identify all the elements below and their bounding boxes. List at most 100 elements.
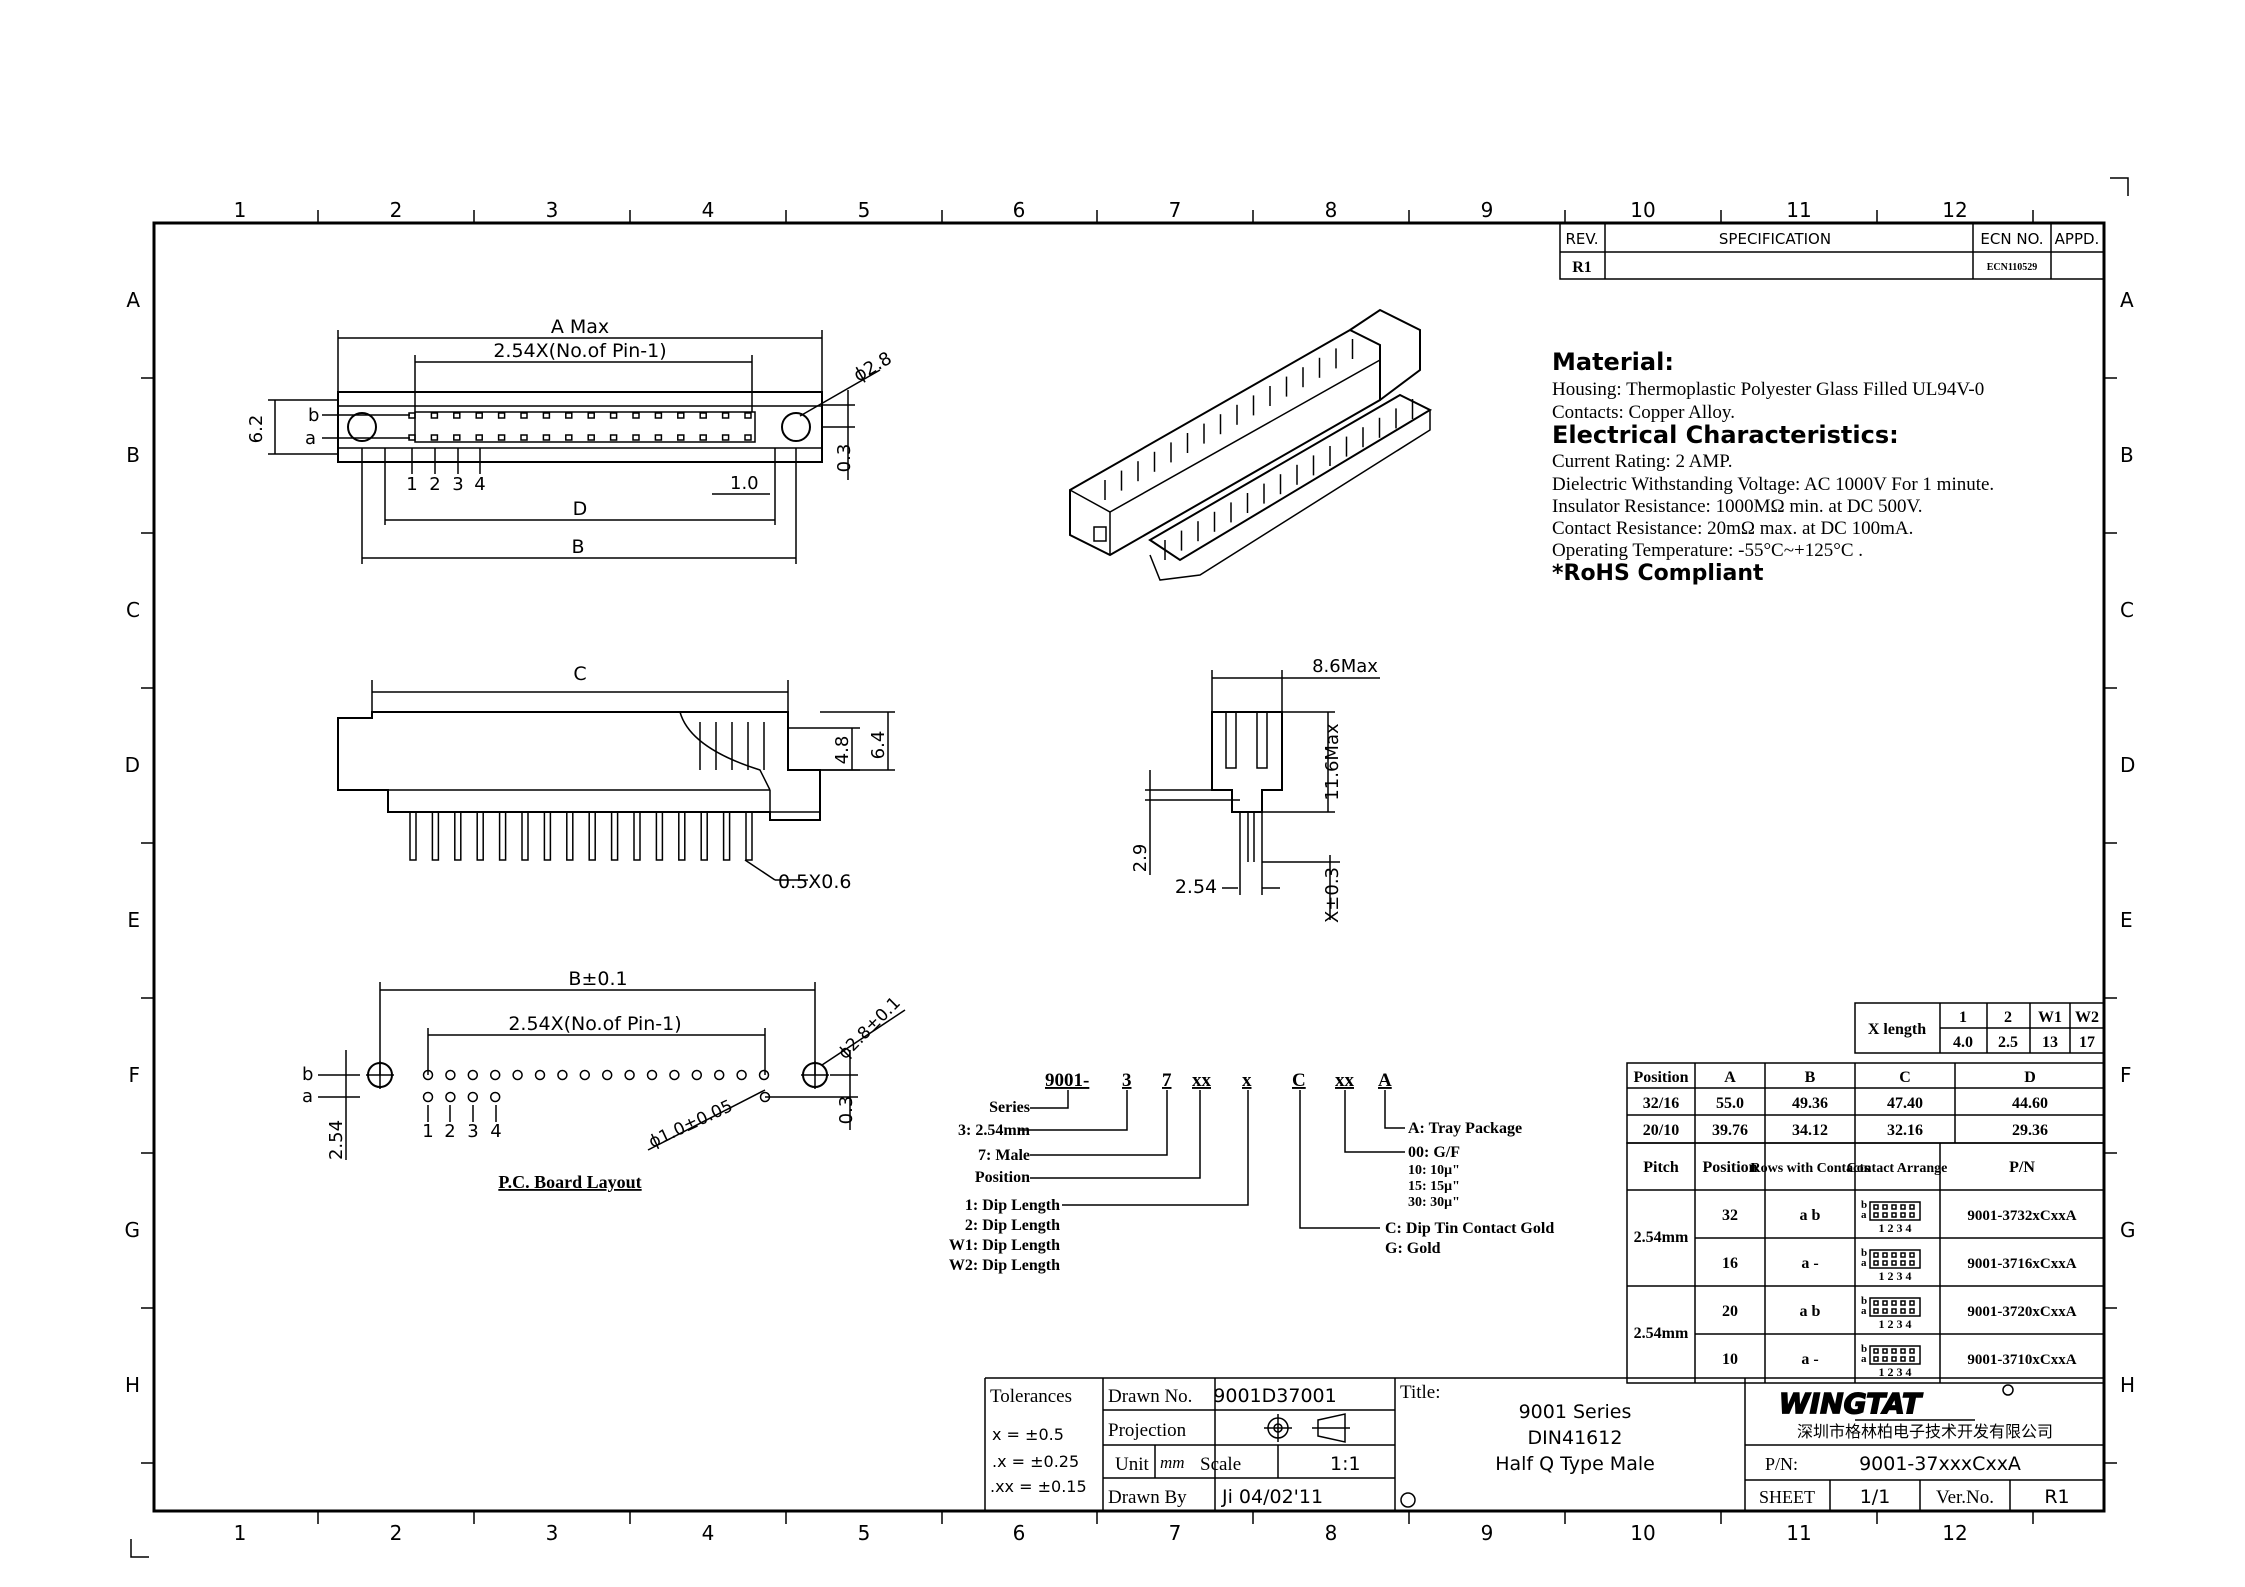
legend-package: A: Tray Package — [1408, 1120, 1522, 1137]
svg-text:4: 4 — [474, 474, 485, 495]
pcb-caption: P.C. Board Layout — [498, 1172, 641, 1192]
contact-b — [609, 412, 618, 419]
xlength-table: X length 1 2 W1 W2 4.0 2.5 13 17 — [1854, 1002, 2105, 1054]
pcb-pin-hole-b — [713, 1069, 725, 1081]
dim-pitch-small: 1.0 — [730, 473, 759, 494]
legend-male: 7: Male — [978, 1147, 1030, 1164]
contact-a — [699, 434, 707, 441]
code-position: xx — [1192, 1070, 1212, 1091]
pn-table-h-arrange: Contact Arrange — [1847, 1161, 1948, 1176]
pcb-row-b: b — [302, 1064, 313, 1085]
grid-col-label: 12 — [1942, 198, 1967, 222]
dim-table-cell: 34.12 — [1792, 1122, 1828, 1139]
dim-table-h-c: C — [1899, 1069, 1911, 1086]
svg-text:1 2 3 4: 1 2 3 4 — [1879, 1269, 1912, 1283]
projection-label: Projection — [1108, 1420, 1187, 1441]
grid-col-label: 6 — [1013, 1521, 1026, 1545]
legend-gold-10: 10: 10μ" — [1408, 1163, 1460, 1178]
scale-label: Scale — [1200, 1454, 1241, 1475]
pn-table-pitch: 2.54mm — [1634, 1325, 1689, 1342]
dim-pitch: 2.54X(No.of Pin-1) — [493, 340, 666, 362]
contact-b — [721, 412, 730, 419]
grid-col-label: 3 — [546, 1521, 559, 1545]
xlength-hw2: W2 — [2075, 1009, 2099, 1026]
grid-col-label: 11 — [1786, 1521, 1811, 1545]
material-contacts: Contacts: Copper Alloy. — [1552, 402, 1735, 423]
ecn-header: ECN NO. — [1980, 230, 2043, 248]
unit-value: mm — [1160, 1453, 1185, 1472]
grid-row-label: F — [128, 1063, 140, 1087]
code-prefix: 9001- — [1045, 1070, 1089, 1091]
pcb-pin-hole-a — [467, 1091, 479, 1103]
grid-row-label: A — [2120, 288, 2134, 312]
tail-pin — [521, 811, 529, 861]
pn-label: P/N: — [1765, 1454, 1798, 1474]
xlength-h2: 2 — [2004, 1009, 2012, 1026]
tail-pin — [454, 811, 462, 861]
contact-a — [587, 434, 595, 441]
pn-table: Pitch Position Rows with Contacts Contac… — [1626, 1142, 2105, 1384]
dim-offset: 0.3 — [834, 444, 855, 473]
grid-row-label: H — [2120, 1373, 2135, 1397]
contact-a — [497, 434, 506, 441]
rev-header: REV. — [1566, 230, 1599, 248]
contact-b — [497, 412, 506, 419]
pn-value: 9001-37xxxCxxA — [1859, 1453, 2021, 1475]
sheet-label: SHEET — [1759, 1487, 1815, 1507]
pn-table-h-position: Position — [1702, 1159, 1757, 1176]
pcb-pin-hole-b — [736, 1069, 747, 1081]
dim-a-max: A Max — [551, 316, 609, 338]
pcb-pin-hole-b — [512, 1069, 523, 1081]
contact-b — [453, 412, 461, 419]
dim-table-cell: 29.36 — [2012, 1122, 2048, 1139]
drawing-frame — [152, 221, 2106, 1513]
contact-b — [475, 412, 483, 419]
pn-row-pn: 9001-3710xCxxA — [1967, 1352, 2076, 1368]
drawn-by-value: Ji 04/02'11 — [1221, 1486, 1323, 1508]
pcb-pin-hole-b — [624, 1069, 635, 1081]
contact-a — [632, 434, 640, 441]
legend-dip-w1: W1: Dip Length — [949, 1237, 1060, 1254]
contact-a — [654, 434, 663, 441]
dim-hole: ϕ2.8 — [850, 348, 896, 386]
svg-text:a: a — [1861, 1353, 1867, 1365]
scale-value: 1:1 — [1330, 1453, 1361, 1475]
pcb-pin-hole-b — [422, 1069, 434, 1081]
dim-table-cell: 32.16 — [1887, 1122, 1923, 1139]
grid-col-label: 9 — [1481, 198, 1494, 222]
end-view: 8.6Max 11.6Max 2.9 2.54 X±0.3 — [1130, 656, 1380, 923]
contact-b — [542, 412, 551, 419]
svg-text:1 2 3 4: 1 2 3 4 — [1879, 1317, 1912, 1331]
legend-gold-15: 15: 15μ" — [1408, 1179, 1460, 1194]
grid-row-label: C — [126, 598, 140, 622]
svg-text:3: 3 — [452, 474, 463, 495]
spec-header: SPECIFICATION — [1719, 230, 1831, 248]
xlength-h1: 1 — [1959, 1009, 1967, 1026]
title-label: Title: — [1400, 1382, 1441, 1403]
legend-pitch: 3: 2.54mm — [958, 1122, 1031, 1139]
pcb-pin-hole-b — [534, 1069, 546, 1081]
pn-table-pitch: 2.54mm — [1634, 1229, 1689, 1246]
connector-front-body — [337, 391, 823, 463]
svg-text:4: 4 — [490, 1121, 501, 1142]
pn-row-position: 16 — [1722, 1255, 1738, 1272]
svg-text:3: 3 — [467, 1121, 478, 1142]
code-dip: x — [1242, 1070, 1252, 1091]
pcb-pitch: 2.54X(No.of Pin-1) — [508, 1013, 681, 1035]
pn-table-h-pn: P/N — [2009, 1159, 2035, 1176]
tail-pin — [476, 811, 484, 861]
contact-arrange-icon: ba1 2 3 4 — [1861, 1343, 1921, 1379]
tail-pin — [745, 811, 753, 861]
isometric-view — [1069, 308, 1433, 581]
legend-dip-2: 2: Dip Length — [965, 1217, 1060, 1234]
material-heading: Material: — [1552, 348, 1674, 376]
pn-table-h-pitch: Pitch — [1643, 1159, 1679, 1176]
grid-row-label: G — [2120, 1218, 2136, 1242]
contact-arrange-icon: ba1 2 3 4 — [1861, 1295, 1921, 1331]
dim-end-x: X±0.3 — [1322, 867, 1343, 923]
revision-table: REV. SPECIFICATION ECN NO. APPD. R1 ECN1… — [1559, 222, 2105, 280]
dim-table-cell: 20/10 — [1643, 1122, 1679, 1139]
